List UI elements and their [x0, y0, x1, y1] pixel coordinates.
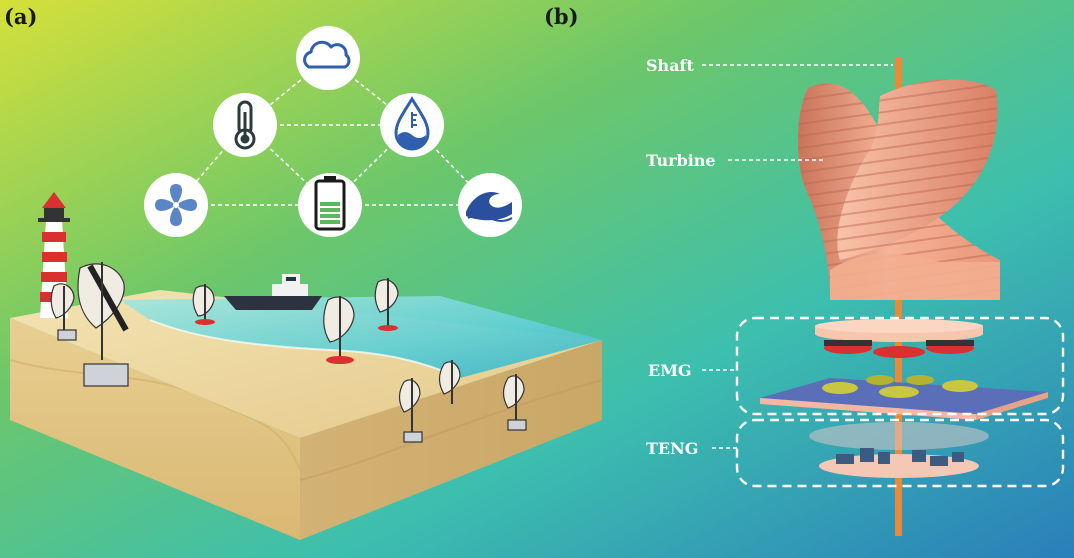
battery-icon — [298, 173, 362, 237]
helical-turbine — [797, 79, 1000, 300]
cloud-icon — [296, 26, 360, 90]
teng-label: TENG — [646, 439, 698, 458]
mini-turbines — [50, 262, 527, 443]
teng-boundary — [735, 418, 1065, 488]
boat — [224, 274, 322, 310]
thermometer-icon — [213, 93, 277, 157]
emg-coils — [822, 375, 978, 398]
emg-magnets — [824, 340, 974, 358]
sea-water — [120, 296, 602, 378]
emg-label: EMG — [648, 361, 692, 380]
coast-block — [9, 290, 603, 540]
water-drop-icon — [380, 93, 444, 157]
shaft-label: Shaft — [646, 56, 694, 75]
panel-a: (a) — [4, 4, 603, 540]
wave-icon — [458, 173, 522, 237]
emg-boundary — [735, 316, 1065, 416]
teng-blocks — [836, 448, 964, 466]
turbine-label: Turbine — [646, 151, 716, 170]
fan-icon — [144, 173, 208, 237]
teng-assembly — [809, 422, 989, 478]
emg-assembly — [760, 319, 1048, 420]
panel-b: (b) — [544, 4, 1065, 536]
panel-b-label: (b) — [544, 4, 579, 29]
panel-a-label: (a) — [4, 4, 37, 29]
